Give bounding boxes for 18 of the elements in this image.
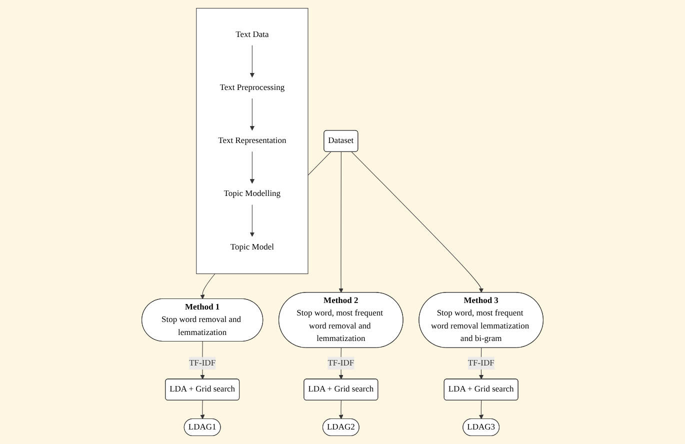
arrow [250, 204, 255, 237]
arrow [250, 98, 255, 131]
arrow [250, 151, 255, 184]
arrow [338, 400, 344, 420]
edge-label: TF-IDF [468, 358, 494, 368]
arrow [200, 400, 205, 420]
arrow [250, 45, 255, 78]
arrow [478, 400, 484, 420]
node-text: Text Preprocessing [220, 83, 285, 92]
node-text: Topic Model [230, 242, 274, 252]
node-text: Text Data [236, 30, 269, 40]
arrow [338, 152, 344, 293]
cluster [196, 8, 308, 274]
node-text: Text Representation [218, 136, 286, 146]
edge-label: TF-IDF [328, 358, 354, 368]
arrow [351, 152, 484, 293]
edge-label: TF-IDF [189, 358, 216, 368]
node-text: Topic Modelling [224, 189, 281, 198]
